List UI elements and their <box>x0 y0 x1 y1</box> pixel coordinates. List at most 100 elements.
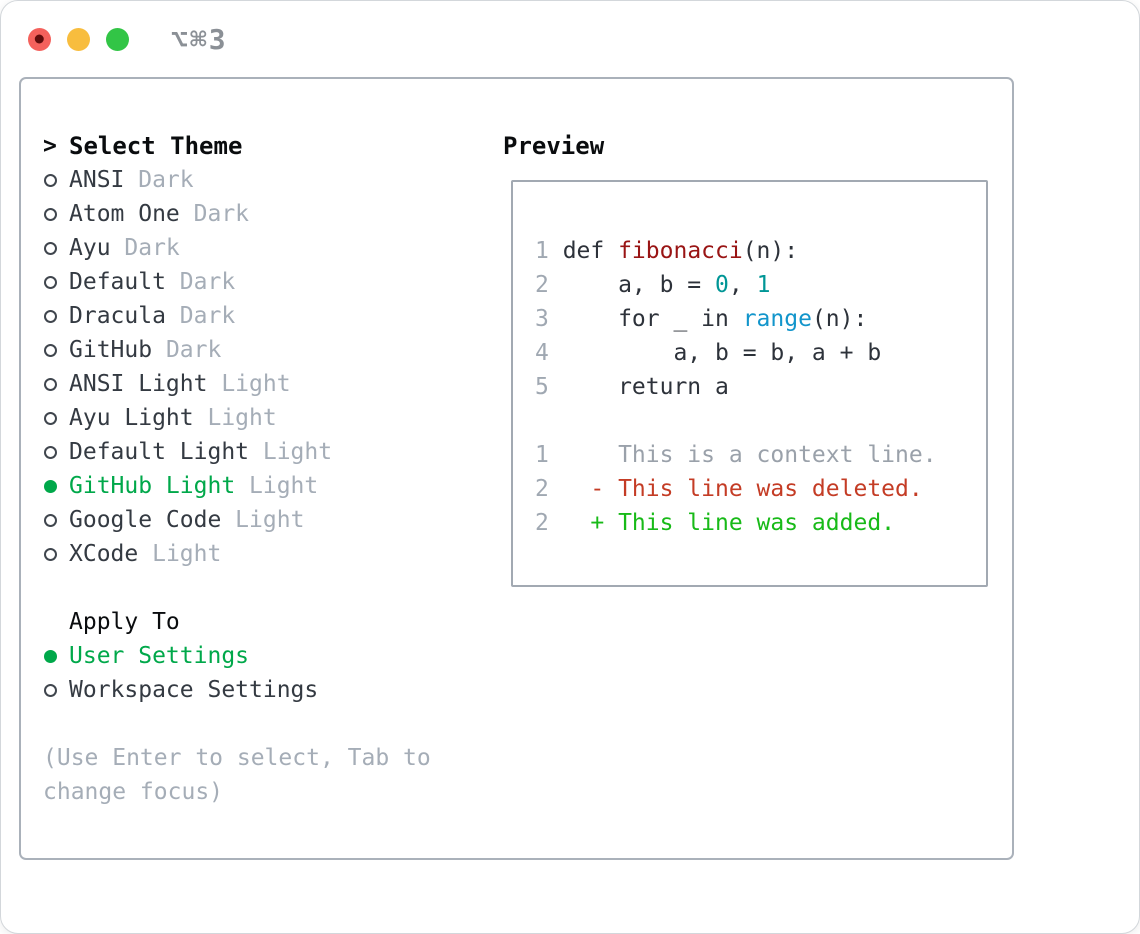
option-tag: Light <box>221 507 305 533</box>
radio-unselected-icon <box>44 377 57 391</box>
radio-unselected-icon <box>44 207 57 221</box>
theme-list-header: Select Theme <box>69 132 243 160</box>
code-segment: a, b = b, a + b <box>562 340 882 366</box>
code-segment: a, b = <box>562 272 716 298</box>
line-number: 2 <box>535 476 549 502</box>
line-number: 5 <box>535 374 549 400</box>
radio-selected-icon <box>44 479 57 493</box>
radio-selected-icon <box>44 649 57 663</box>
diff-line: 2 - This line was deleted. <box>535 472 986 506</box>
apply-to-option[interactable]: User Settings <box>43 639 483 673</box>
option-tag: Dark <box>165 269 236 295</box>
radio-unselected-icon <box>44 275 57 289</box>
traffic-lights <box>28 27 129 51</box>
theme-option[interactable]: Ayu Dark <box>43 231 483 265</box>
close-button-icon[interactable] <box>28 27 51 51</box>
radio-unselected-icon <box>44 513 57 527</box>
apply-to-option[interactable]: Workspace Settings <box>43 673 483 707</box>
code-segment: for _ in <box>562 306 743 332</box>
option-tag: Light <box>207 371 291 397</box>
option-tag: Dark <box>124 167 194 193</box>
diff-preview: 1 This is a context line.2 - This line w… <box>535 438 986 540</box>
option-label: Dracula <box>69 303 166 329</box>
theme-option[interactable]: GitHub Dark <box>43 333 483 367</box>
radio-unselected-icon <box>44 411 57 425</box>
help-text: (Use Enter to select, Tab to change focu… <box>43 745 431 805</box>
code-segment: range <box>742 306 812 332</box>
theme-option[interactable]: Default Light Light <box>43 435 483 469</box>
code-line: 2 a, b = 0, 1 <box>535 268 986 302</box>
line-number: 1 <box>535 442 549 468</box>
theme-option[interactable]: Atom One Dark <box>43 197 483 231</box>
radio-unselected-icon <box>44 445 57 459</box>
option-label: User Settings <box>69 643 250 669</box>
code-line: 4 a, b = b, a + b <box>535 336 986 370</box>
code-segment: This is a context line. <box>562 442 937 468</box>
code-segment: , <box>728 272 757 298</box>
code-line: 5 return a <box>535 370 986 404</box>
apply-to-header: Apply To <box>69 609 180 635</box>
option-tag: Light <box>193 405 277 431</box>
option-label: Workspace Settings <box>69 677 319 703</box>
cursor-icon: > <box>43 133 57 159</box>
option-label: Atom One <box>69 201 180 227</box>
code-segment: fibonacci <box>618 238 743 264</box>
zoom-button-icon[interactable] <box>106 27 129 51</box>
diff-line: 1 This is a context line. <box>535 438 986 472</box>
theme-option[interactable]: Default Dark <box>43 265 483 299</box>
radio-unselected-icon <box>44 173 57 187</box>
radio-unselected-icon <box>44 343 57 357</box>
preview-header: Preview <box>503 132 605 160</box>
option-label: Default <box>69 269 166 295</box>
theme-option[interactable]: ANSI Light Light <box>43 367 483 401</box>
code-line: 3 for _ in range(n): <box>535 302 986 336</box>
window-title: ⌥⌘3 <box>171 22 228 56</box>
code-segment: + This line was added. <box>562 510 896 536</box>
option-tag: Dark <box>152 337 222 363</box>
theme-option[interactable]: Dracula Dark <box>43 299 483 333</box>
code-segment: - This line was deleted. <box>562 476 923 502</box>
titlebar: ⌥⌘3 <box>1 1 1139 77</box>
code-segment: 1 <box>756 272 771 298</box>
option-label: ANSI Light <box>69 371 208 397</box>
option-tag: Dark <box>165 303 236 329</box>
option-tag: Light <box>138 541 222 567</box>
theme-list-header-row: > Select Theme <box>43 129 483 163</box>
radio-unselected-icon <box>44 547 57 561</box>
option-label: Google Code <box>69 507 222 533</box>
line-number: 2 <box>535 510 549 536</box>
theme-option[interactable]: GitHub Light Light <box>43 469 483 503</box>
theme-option[interactable]: XCode Light <box>43 537 483 571</box>
option-label: ANSI <box>69 167 125 193</box>
close-dot-icon <box>34 34 44 44</box>
option-label: Default Light <box>69 439 250 465</box>
theme-option[interactable]: Ayu Light Light <box>43 401 483 435</box>
option-label: Ayu <box>69 235 111 261</box>
radio-unselected-icon <box>44 241 57 255</box>
option-label: GitHub <box>69 337 153 363</box>
code-segment: (n): <box>742 238 799 264</box>
code-segment: (n): <box>811 306 868 332</box>
theme-option[interactable]: ANSI Dark <box>43 163 483 197</box>
diff-line: 2 + This line was added. <box>535 506 986 540</box>
code-segment: 0 <box>715 272 729 298</box>
option-tag: Light <box>249 439 333 465</box>
preview-spacer <box>535 404 986 438</box>
theme-option[interactable]: Google Code Light <box>43 503 483 537</box>
option-label: Ayu Light <box>69 405 194 431</box>
minimize-button-icon[interactable] <box>67 27 90 51</box>
option-tag: Light <box>235 473 319 499</box>
code-segment: return a <box>562 374 729 400</box>
line-number: 3 <box>535 306 549 332</box>
line-number: 2 <box>535 272 549 298</box>
radio-unselected-icon <box>44 309 57 323</box>
